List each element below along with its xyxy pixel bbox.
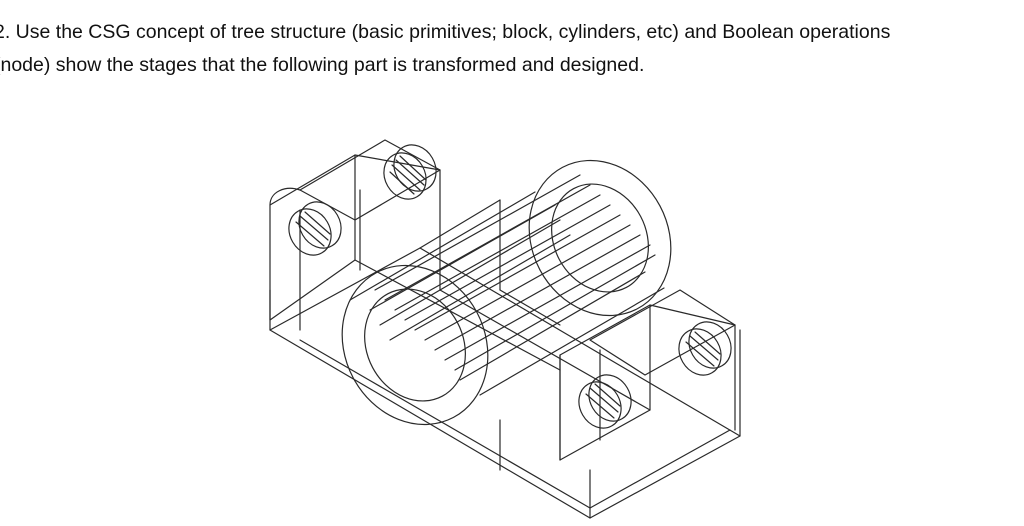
- bottom-right-hole: [578, 374, 632, 429]
- base-block: [269, 247, 741, 519]
- left-side-hole: [288, 201, 342, 256]
- right-side-hole: [678, 321, 732, 376]
- question-text: 2. Use the CSG concept of tree structure…: [0, 16, 1024, 82]
- cylinder-hatching: [374, 174, 656, 371]
- left-upright-block: [269, 139, 441, 331]
- right-upright-block: [559, 289, 736, 461]
- question-line-1: 2. Use the CSG concept of tree structure…: [0, 21, 891, 43]
- main-cylinder: [341, 159, 672, 426]
- construction-lines: [354, 199, 651, 471]
- question-line-2: (node) show the stages that the followin…: [0, 54, 645, 76]
- top-left-hole: [383, 144, 437, 200]
